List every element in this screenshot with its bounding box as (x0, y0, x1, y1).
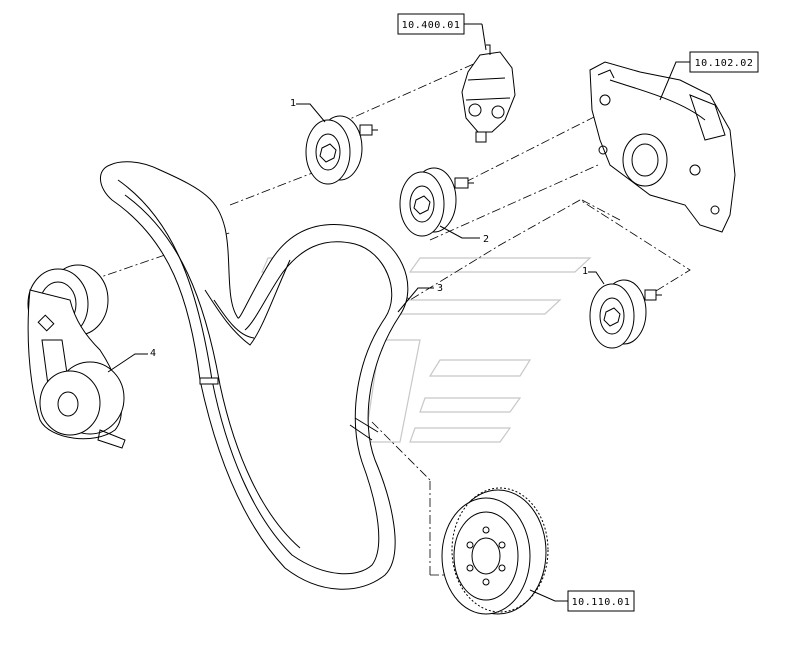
reference-label: 10.400.01 (402, 20, 461, 31)
belt-tensioner (27, 264, 126, 449)
component-10-110-01 (441, 487, 549, 615)
poly-v-belt (100, 161, 409, 590)
item-number: 1 (582, 266, 588, 277)
reference-label: 10.110.01 (572, 597, 631, 608)
idler-pulley-right (589, 279, 662, 349)
reference-box-10-102-02[interactable]: 10.102.02 (689, 51, 759, 73)
idler-pulley-middle (399, 167, 474, 237)
reference-leader (529, 589, 568, 602)
callout-item-3: 3 (397, 283, 443, 313)
callout-item-2: 2 (439, 225, 489, 245)
callout-item-1-top: 1 (290, 98, 326, 123)
item-number: 4 (150, 348, 156, 359)
item-number: 1 (290, 98, 296, 109)
component-10-102-02 (589, 61, 736, 233)
idler-pulley-top (305, 115, 378, 185)
item-number: 2 (483, 234, 489, 245)
item-number: 3 (437, 283, 443, 294)
callout-item-4: 4 (107, 348, 156, 373)
reference-box-10-110-01[interactable]: 10.110.01 (567, 590, 635, 612)
reference-leader (481, 23, 487, 51)
component-10-400-01 (461, 44, 516, 143)
reference-box-10-400-01[interactable]: 10.400.01 (397, 13, 465, 35)
reference-leader (659, 61, 690, 101)
reference-label: 10.102.02 (695, 58, 754, 69)
callout-item-1-right: 1 (582, 266, 605, 285)
